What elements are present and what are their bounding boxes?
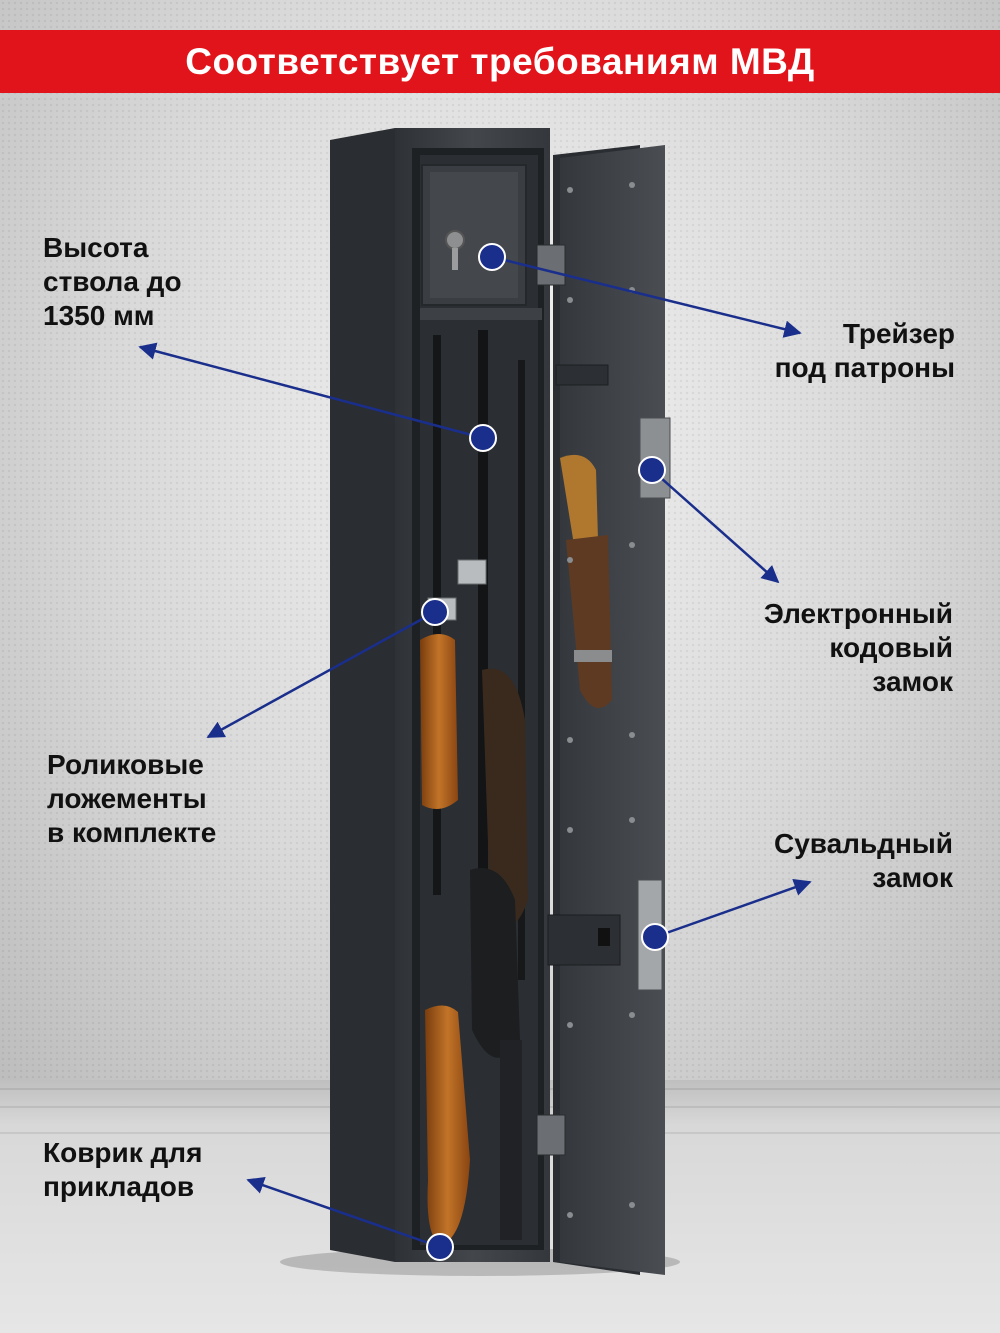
label-roller-rests: Роликовые ложементы в комплекте	[47, 749, 217, 848]
compliance-banner: Соответствует требованиям МВД	[0, 30, 1000, 93]
arrow-lever-lock	[654, 879, 812, 939]
label-barrel-height: Высота ствола до 1350 мм	[43, 232, 182, 331]
arrow-roller-rests	[206, 610, 436, 739]
arrow-ammo-tray	[491, 255, 802, 338]
safe-door	[536, 145, 671, 1275]
callout-dot	[638, 456, 666, 484]
key-lock-icon	[445, 230, 465, 250]
ammo-tray	[420, 164, 542, 320]
callout-dot	[426, 1233, 454, 1261]
label-electronic-lock: Электронный кодовый замок	[763, 598, 953, 697]
label-ammo-tray: Трейзер под патроны	[774, 318, 955, 383]
callout-dot	[469, 424, 497, 452]
banner-text: Соответствует требованиям МВД	[185, 40, 815, 82]
callout-dot	[641, 923, 669, 951]
label-stock-mat: Коврик для прикладов	[43, 1137, 203, 1202]
callout-dot	[478, 243, 506, 271]
label-lever-lock: Сувальдный замок	[773, 828, 953, 893]
callout-lines	[138, 255, 812, 1249]
callout-dots	[421, 243, 669, 1261]
arrow-electronic-lock	[651, 469, 780, 584]
callout-dot	[421, 598, 449, 626]
arrow-stock-mat	[246, 1176, 441, 1249]
arrow-barrel-height	[138, 342, 484, 440]
